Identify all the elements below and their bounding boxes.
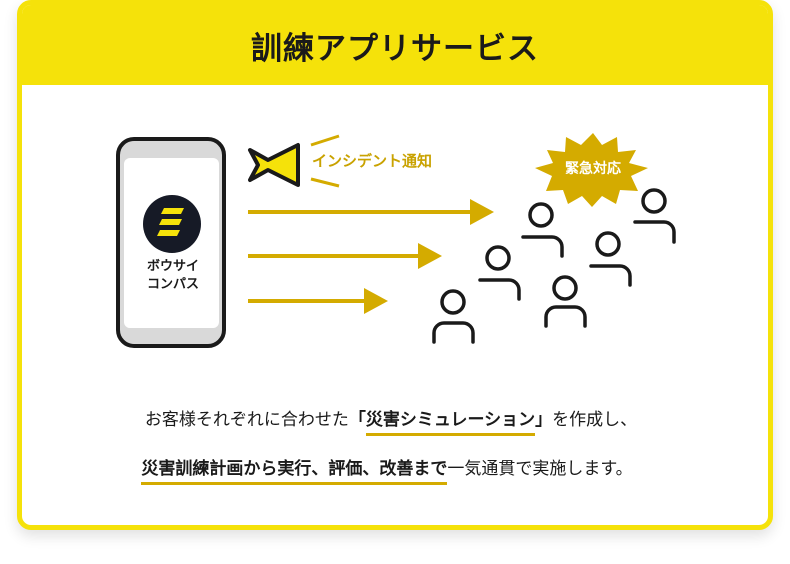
highlight-text: 災害シミュレーション — [365, 410, 536, 436]
app-name-line1: ボウサイ — [146, 259, 199, 274]
highlight-text: 災害訓練計画から実行、評価、改善まで — [141, 459, 448, 485]
bracket-close: 」 — [535, 410, 553, 430]
text: を作成し、 — [552, 410, 638, 430]
person-icon — [589, 231, 632, 287]
person-icon — [432, 289, 475, 344]
person-icon — [478, 245, 521, 301]
person-icon — [521, 202, 564, 258]
bracket-open: 「 — [348, 410, 366, 430]
emergency-burst-icon — [535, 133, 648, 207]
arrow-icons — [248, 199, 494, 314]
notification-label: インシデント通知 — [312, 152, 433, 170]
person-icon — [633, 188, 676, 244]
smartphone-icon — [116, 137, 226, 348]
person-icon — [544, 275, 587, 328]
description-line-1: お客様それぞれに合わせた「災害シミュレーション」を作成し、 — [0, 405, 786, 436]
emergency-label: 緊急対応 — [565, 161, 621, 177]
people-icons — [432, 188, 676, 344]
text: お客様それぞれに合わせた — [144, 410, 349, 430]
card-header: 訓練アプリサービス — [22, 5, 768, 85]
app-name: ボウサイ コンパス — [120, 258, 226, 294]
text: 一気通貫で実施します。 — [447, 459, 633, 479]
megaphone-icon — [248, 134, 340, 188]
page-title: 訓練アプリサービス — [251, 30, 539, 67]
app-name-line2: コンパス — [146, 277, 199, 292]
description-line-2: 災害訓練計画から実行、評価、改善まで一気通貫で実施します。 — [0, 454, 782, 485]
